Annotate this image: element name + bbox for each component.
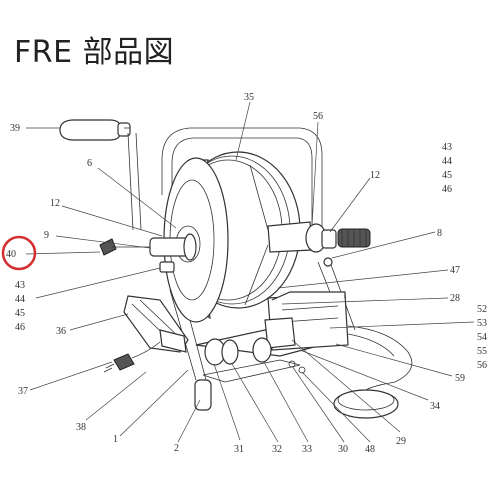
callout-43-right: 43 (442, 142, 452, 153)
callout-47: 47 (450, 265, 460, 276)
leader-lines (25, 101, 475, 443)
callout-46-right: 46 (442, 184, 452, 195)
callout-52: 52 (477, 304, 487, 315)
motor-guard (264, 291, 349, 351)
callout-43-left: 43 (15, 280, 25, 291)
callout-1: 1 (113, 434, 118, 445)
callout-39: 39 (10, 123, 20, 134)
callout-12-left: 12 (50, 198, 60, 209)
callout-48: 48 (365, 444, 375, 455)
drum (163, 151, 301, 323)
switch-plug (103, 341, 161, 373)
page-title: FRE 部品図 (14, 35, 175, 70)
callout-8: 8 (437, 228, 442, 239)
callout-9: 9 (44, 230, 49, 241)
callout-45-right: 45 (442, 170, 452, 181)
callout-44-left: 44 (15, 294, 25, 305)
callout-37: 37 (18, 386, 28, 397)
left-hub-assembly (99, 233, 197, 273)
foot-pedal (333, 325, 413, 419)
guide-bracket (123, 295, 189, 353)
callout-28: 28 (450, 293, 460, 304)
cable-feed-assembly (267, 221, 371, 267)
callout-55: 55 (477, 346, 487, 357)
callout-40: 40 (6, 249, 16, 260)
callout-2: 2 (174, 443, 179, 454)
callout-34: 34 (430, 401, 440, 412)
crank-handle (59, 119, 142, 231)
callout-53: 53 (477, 318, 487, 329)
callout-12-right: 12 (370, 170, 380, 181)
callout-45-left: 45 (15, 308, 25, 319)
callout-33: 33 (302, 444, 312, 455)
callout-32: 32 (272, 444, 282, 455)
callout-36: 36 (56, 326, 66, 337)
callout-56-top: 56 (313, 111, 323, 122)
rollers (204, 337, 306, 374)
callout-44-right: 44 (442, 156, 452, 167)
callout-54: 54 (477, 332, 487, 343)
callout-31: 31 (234, 444, 244, 455)
callout-30: 30 (338, 444, 348, 455)
callout-56-bottom: 56 (477, 360, 487, 371)
callout-46-left: 46 (15, 322, 25, 333)
callout-29: 29 (396, 436, 406, 447)
callout-38: 38 (76, 422, 86, 433)
highlight-circle (1, 235, 37, 271)
callout-6: 6 (87, 158, 92, 169)
callout-labels: 39 6 35 56 12 12 9 40 43 44 45 46 43 44 … (6, 92, 487, 455)
callout-35: 35 (244, 92, 254, 103)
callout-59: 59 (455, 373, 465, 384)
